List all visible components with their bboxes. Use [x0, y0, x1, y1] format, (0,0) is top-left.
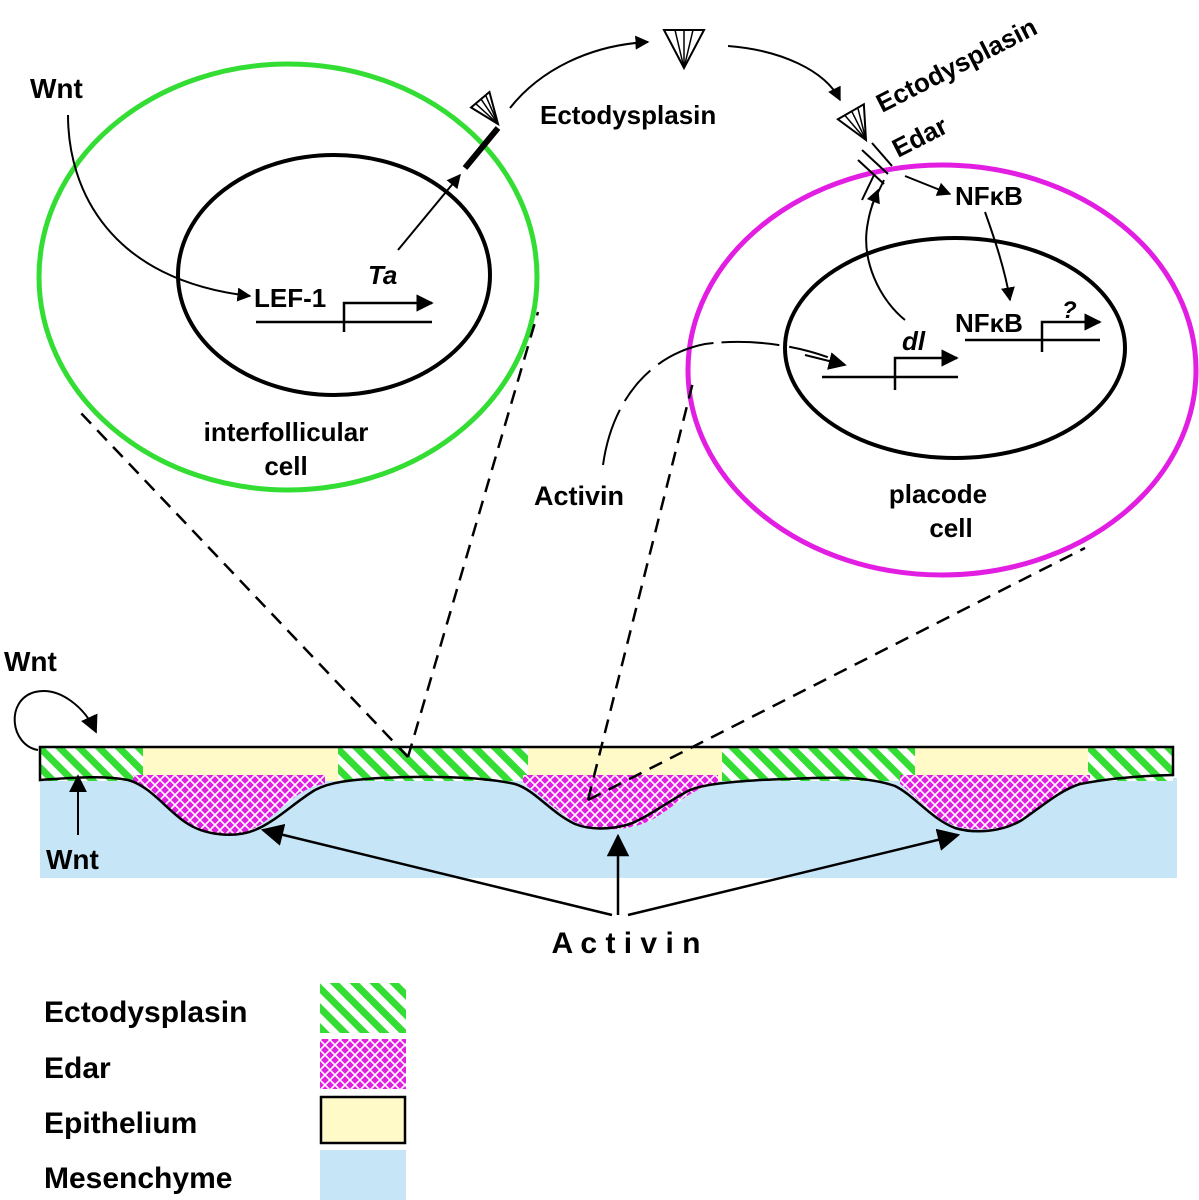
edar-placode — [523, 775, 718, 830]
dl-label: dl — [902, 326, 926, 356]
dl-to-edar-arrow — [865, 188, 906, 321]
edar-placode — [900, 775, 1090, 830]
legend-label-mesenchyme: Mesenchyme — [44, 1162, 232, 1195]
ectodysplasin-segment — [40, 747, 143, 781]
legend-label-epithelium: Epithelium — [44, 1107, 197, 1140]
placode-label-line2: cell — [929, 513, 972, 543]
free-ectodysplasin-icon — [662, 29, 706, 71]
wnt-autocrine-arrow — [13, 690, 98, 751]
ta-promoter-arrow — [342, 294, 434, 332]
interfollicular-nucleus — [176, 153, 492, 397]
zoom-guides — [77, 311, 1086, 802]
legend-label-ectodysplasin: Ectodysplasin — [44, 996, 247, 1029]
binding-arrow — [727, 45, 841, 102]
question-label: ? — [1062, 297, 1077, 324]
dl-promoter-arrow — [893, 349, 959, 390]
ectodysplasin-ligand-icon — [469, 90, 500, 127]
placode-cell — [685, 102, 1199, 578]
edar-placode — [133, 775, 325, 836]
legend-swatch-mesenchyme — [320, 1150, 406, 1200]
ectodysplasin-segment — [338, 747, 528, 781]
legend-swatch-ectodysplasin — [320, 983, 406, 1033]
interfollicular-cell — [36, 61, 540, 493]
activin-arrows — [260, 823, 961, 917]
activin-signal-dashes — [602, 340, 841, 466]
wnt-to-lef1-arrow — [67, 114, 252, 302]
activin-to-dl-arrow — [804, 352, 847, 370]
placode-label-line1: placode — [889, 479, 987, 509]
edar-label: Edar — [887, 110, 952, 163]
ectodysplasin-anchor — [462, 126, 501, 170]
nfkb-translocation-arrow — [984, 211, 1015, 302]
ta-label: Ta — [368, 260, 397, 290]
legend-label-edar: Edar — [44, 1052, 111, 1085]
nfkb-inner-label: NFκB — [955, 308, 1023, 338]
edar-to-nfkb-arrow — [904, 175, 952, 196]
placode-cell-membrane — [685, 162, 1199, 578]
interfollicular-label-line1: interfollicular — [204, 417, 369, 447]
interfollicular-label-line2: cell — [264, 451, 307, 481]
wnt-top-label: Wnt — [30, 73, 83, 104]
legend: Ectodysplasin Edar Epithelium Mesenchyme — [44, 983, 407, 1200]
bound-ectodysplasin-icon — [836, 102, 868, 143]
ectodysplasin-segment — [722, 747, 915, 781]
activin-bottom-label: A c t i v i n — [552, 927, 701, 960]
ectodysplasin-mid-label: Ectodysplasin — [540, 100, 716, 130]
epithelium-outline — [38, 745, 1175, 836]
nfkb-outer-label: NFκB — [955, 181, 1023, 211]
secretion-arrow — [509, 35, 650, 109]
lef1-label: LEF-1 — [254, 283, 326, 313]
ta-to-ectodysplasin-arrow — [397, 173, 461, 251]
activin-mid-label: Activin — [534, 481, 624, 511]
tissue-strip — [38, 745, 1177, 878]
legend-swatch-epithelium — [319, 1095, 407, 1145]
ectodysplasin-right-label: Ectodysplasin — [871, 12, 1042, 119]
nfkb-promoter-arrow — [1040, 313, 1102, 352]
legend-swatch-edar — [320, 1039, 406, 1089]
placode-nucleus — [783, 236, 1127, 460]
interfollicular-cell-membrane — [36, 61, 540, 493]
wnt-left-label: Wnt — [4, 646, 57, 677]
wnt-bottom-label: Wnt — [46, 844, 99, 875]
